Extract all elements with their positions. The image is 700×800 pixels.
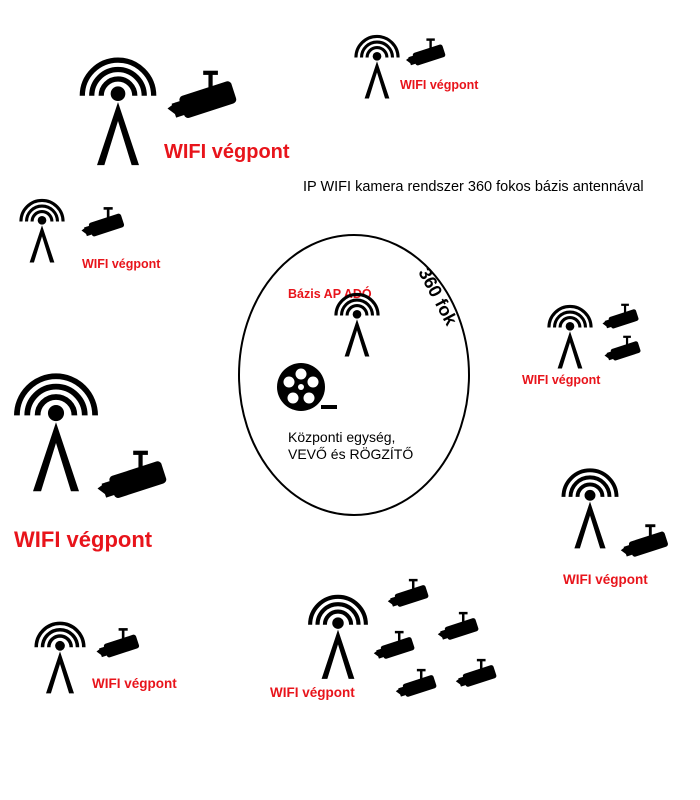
endpoint-right-lower: WIFI végpont [561,468,669,587]
security-camera-icon [455,658,498,689]
endpoint-label: WIFI végpont [270,685,355,700]
diagram-title: IP WIFI kamera rendszer 360 fokos bázis … [303,179,644,195]
antenna-tower-icon [561,468,619,551]
security-camera-icon [602,303,640,331]
endpoint-left-upper: WIFI végpont [19,198,161,271]
antenna-tower-icon [547,304,593,370]
antenna-tower-icon [82,60,153,165]
security-camera-icon [97,450,168,502]
base-antenna-icon [334,292,380,358]
antenna-tower-icon [34,621,86,696]
security-camera-icon [96,628,140,660]
endpoint-label: WIFI végpont [522,373,601,387]
endpoint-label: WIFI végpont [400,78,479,92]
central-unit-line1: Központi egység, [288,429,395,445]
arc-label: 360 fok [414,264,461,329]
antenna-tower-icon [19,198,65,264]
antenna-tower-icon [17,376,95,491]
center-ellipse [238,234,470,516]
base-ap-label: Bázis AP ADÓ [288,286,372,301]
security-camera-icon [406,38,446,68]
security-camera-icon [81,207,125,239]
antenna-tower-icon [354,34,400,100]
endpoint-label: WIFI végpont [82,257,161,271]
endpoint-bottom-center: WIFI végpont [270,578,498,700]
security-camera-icon [604,335,642,363]
security-camera-icon [387,578,430,609]
endpoint-label: WIFI végpont [14,527,153,552]
film-reel-icon [277,363,337,411]
endpoint-top-left: WIFI végpont [82,60,290,165]
endpoint-right-upper: WIFI végpont [522,303,642,387]
central-unit-line2: VEVŐ és RÖGZÍTŐ [288,445,413,462]
security-camera-icon [373,630,416,661]
antenna-tower-icon [310,597,366,679]
endpoint-bottom-left: WIFI végpont [34,621,177,696]
endpoint-label: WIFI végpont [92,676,177,691]
endpoint-label: WIFI végpont [164,141,290,163]
endpoint-label: WIFI végpont [563,572,648,587]
security-camera-icon [620,524,669,560]
security-camera-icon [395,668,438,699]
security-camera-icon [167,70,238,122]
security-camera-icon [437,611,480,642]
endpoint-left-large: WIFI végpont [14,376,168,552]
endpoint-top-center: WIFI végpont [354,34,479,100]
